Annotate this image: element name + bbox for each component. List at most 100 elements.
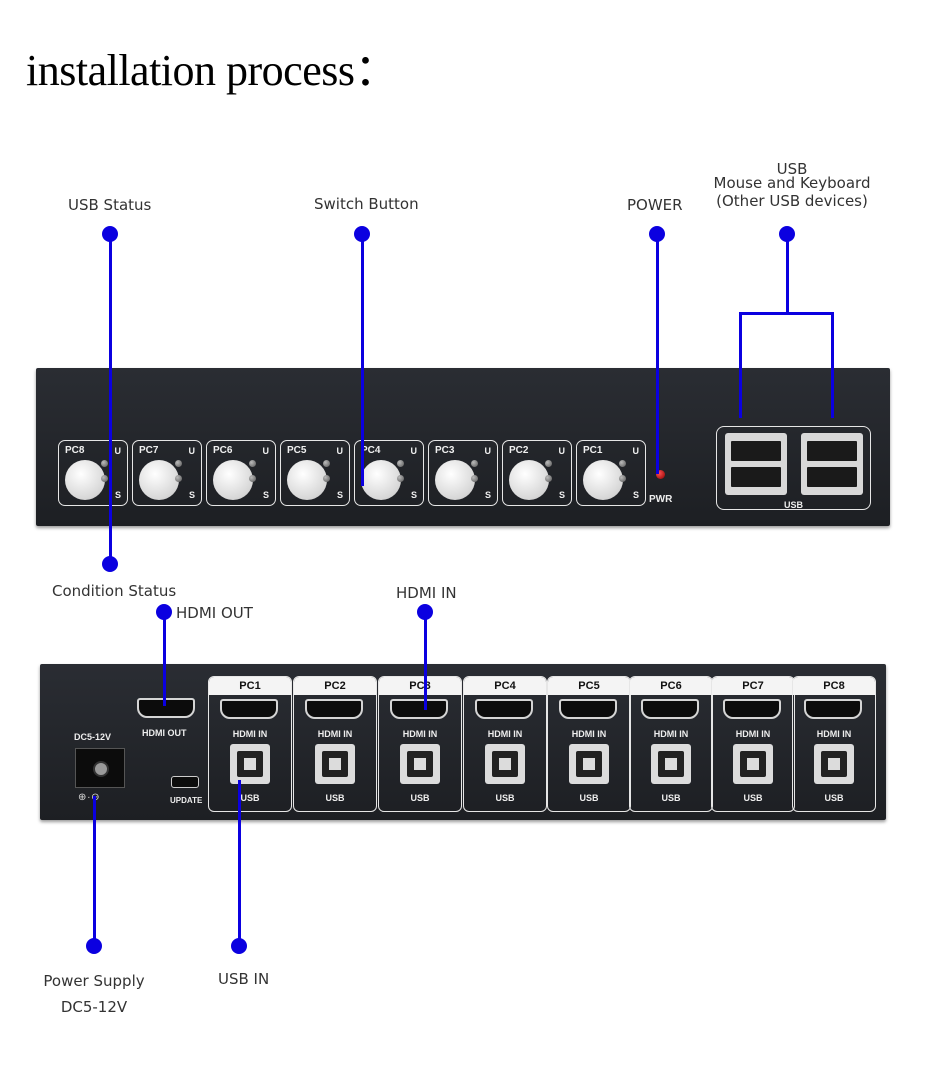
- channel-label: PC6: [213, 445, 233, 456]
- switch-button-label: Switch Button: [314, 195, 419, 213]
- channel-label: PC2: [509, 445, 529, 456]
- usb-b-port-pc7[interactable]: [733, 744, 773, 784]
- update-port[interactable]: [171, 776, 199, 788]
- power-label: POWER: [627, 196, 683, 214]
- condition-status-led: [471, 475, 478, 482]
- hdmi-in-port-pc5[interactable]: [559, 699, 617, 719]
- front-channel-pc8: PC8 U S: [58, 440, 128, 506]
- input-label: PC2: [294, 677, 376, 695]
- condition-status-led: [545, 475, 552, 482]
- led-u-label: U: [410, 446, 418, 456]
- led-u-label: U: [336, 446, 344, 456]
- usb-in-text: USB: [743, 793, 763, 803]
- usb-in-text: USB: [661, 793, 681, 803]
- usb-in-text: USB: [410, 793, 430, 803]
- led-u-label: U: [558, 446, 566, 456]
- condition-status-led: [175, 475, 182, 482]
- usb-hub-callout-right: [831, 312, 834, 418]
- usb-hub-label-line1: USB: [776, 160, 808, 178]
- input-label: PC5: [548, 677, 630, 695]
- usb-b-port-pc8[interactable]: [814, 744, 854, 784]
- usb-hub-text: USB: [783, 500, 803, 510]
- usb-status-label: USB Status: [68, 196, 152, 214]
- dc-label: DC5-12V: [74, 732, 112, 742]
- condition-status-led: [323, 475, 330, 482]
- input-label: PC4: [464, 677, 546, 695]
- hdmi-in-port-pc2[interactable]: [305, 699, 363, 719]
- usb-status-led: [249, 460, 256, 467]
- hdmi-in-port-pc7[interactable]: [723, 699, 781, 719]
- switch-button-pc4[interactable]: [361, 460, 401, 500]
- hdmi-in-port-pc1[interactable]: [220, 699, 278, 719]
- usb-in-callout-label: USB IN: [218, 970, 270, 988]
- switch-button-pc5[interactable]: [287, 460, 327, 500]
- usb-in-text: USB: [495, 793, 515, 803]
- hdmi-in-callout-line: [424, 614, 427, 710]
- power-supply-label: Power Supply DC5-12V: [32, 968, 156, 1020]
- usb-b-port-pc1[interactable]: [230, 744, 270, 784]
- led-s-label: S: [410, 490, 417, 500]
- hdmi-in-port-pc6[interactable]: [641, 699, 699, 719]
- switch-button-pc2[interactable]: [509, 460, 549, 500]
- led-u-label: U: [262, 446, 270, 456]
- condition-status-led: [397, 475, 404, 482]
- usb-status-led: [175, 460, 182, 467]
- hdmi-in-port-pc4[interactable]: [475, 699, 533, 719]
- usb-a-port-1[interactable]: [725, 433, 787, 495]
- switch-button-pc1[interactable]: [583, 460, 623, 500]
- hdmi-in-port-pc8[interactable]: [804, 699, 862, 719]
- hdmi-out-callout-label: HDMI OUT: [176, 604, 253, 622]
- condition-status-led: [101, 475, 108, 482]
- channel-label: PC3: [435, 445, 455, 456]
- channel-label: PC8: [65, 445, 85, 456]
- led-u-label: U: [188, 446, 196, 456]
- led-s-label: S: [114, 490, 121, 500]
- hdmi-in-port-pc3[interactable]: [390, 699, 448, 719]
- channel-label: PC1: [583, 445, 603, 456]
- hdmi-in-text: HDMI IN: [571, 729, 607, 739]
- dc-power-jack[interactable]: [75, 748, 125, 788]
- usb-b-port-pc2[interactable]: [315, 744, 355, 784]
- usb-b-port-pc6[interactable]: [651, 744, 691, 784]
- led-s-label: S: [484, 490, 491, 500]
- hdmi-in-callout-label: HDMI IN: [396, 584, 457, 602]
- switch-button-pc3[interactable]: [435, 460, 475, 500]
- led-s-label: S: [558, 490, 565, 500]
- usb-status-led: [619, 460, 626, 467]
- usb-a-port-2[interactable]: [801, 433, 863, 495]
- usb-b-port-pc3[interactable]: [400, 744, 440, 784]
- power-supply-dot: [86, 938, 102, 954]
- usb-hub-label-line2: Mouse and Keyboard: [713, 174, 871, 192]
- hdmi-in-text: HDMI IN: [402, 729, 438, 739]
- switch-button-callout-line: [361, 234, 364, 486]
- front-channel-pc2: PC2 U S: [502, 440, 572, 506]
- switch-button-pc7[interactable]: [139, 460, 179, 500]
- hdmi-out-port[interactable]: [137, 698, 195, 718]
- usb-in-text: USB: [824, 793, 844, 803]
- power-supply-callout-line: [93, 796, 96, 946]
- power-dot: [649, 226, 665, 242]
- switch-button-pc6[interactable]: [213, 460, 253, 500]
- usb-in-text: USB: [240, 793, 260, 803]
- power-callout-line: [656, 234, 659, 474]
- power-supply-label-line1: Power Supply: [43, 972, 145, 990]
- led-u-label: U: [114, 446, 122, 456]
- usb-status-led: [397, 460, 404, 467]
- switch-button-pc8[interactable]: [65, 460, 105, 500]
- usb-hub-callout-bar: [739, 312, 834, 315]
- usb-b-port-pc5[interactable]: [569, 744, 609, 784]
- polarity-icon: ⊕∙⊖: [78, 792, 101, 803]
- condition-status-label: Condition Status: [52, 582, 177, 600]
- usb-status-led: [323, 460, 330, 467]
- usb-b-port-pc4[interactable]: [485, 744, 525, 784]
